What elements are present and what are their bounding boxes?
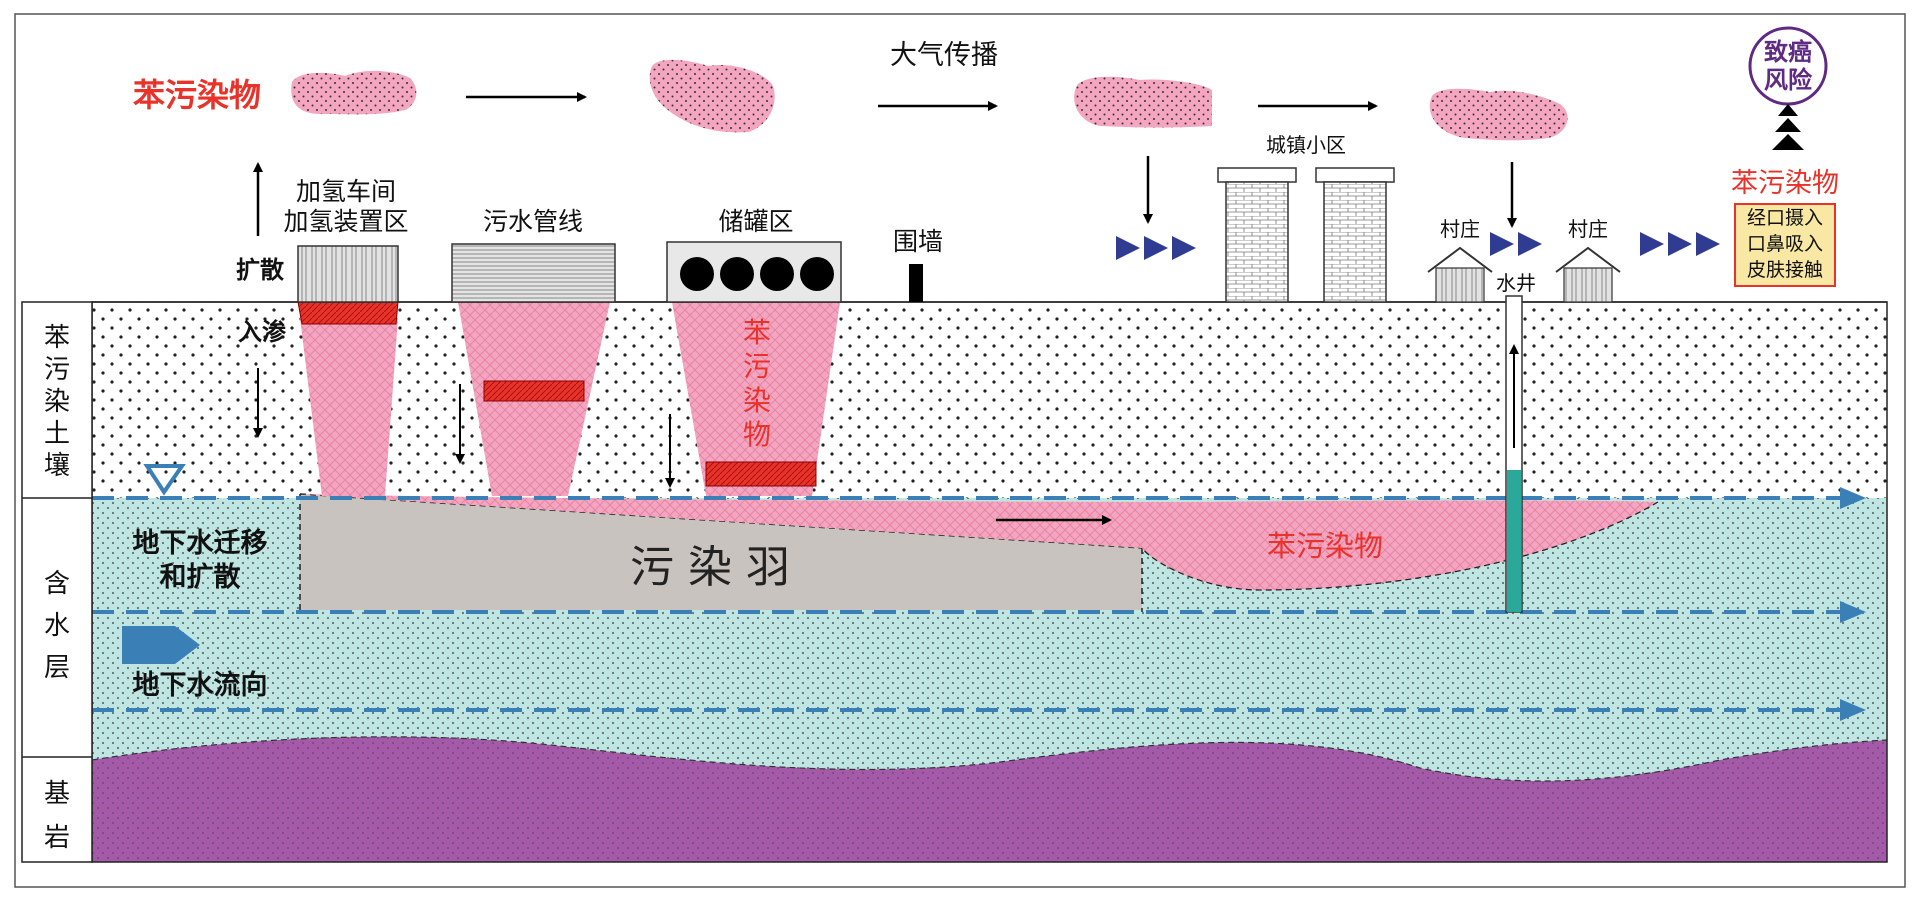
tank-label: 储罐区 (718, 207, 793, 236)
tank-icon (720, 257, 754, 291)
soil-layer-label: 苯 污 染 土 壤 (44, 323, 70, 481)
svg-text:污: 污 (44, 355, 70, 385)
exposure-inhalation: 口鼻吸入 (1747, 233, 1823, 255)
svg-text:含: 含 (44, 569, 70, 599)
tank-icon (800, 257, 834, 291)
village-house-right (1555, 246, 1621, 303)
water-table-icon (143, 464, 186, 496)
svg-text:岩: 岩 (44, 823, 70, 853)
pollutant-receptor-label: 苯污染物 (1731, 168, 1839, 199)
svg-text:苯: 苯 (44, 323, 70, 353)
village-label-left: 村庄 (1440, 217, 1480, 241)
svg-text:染: 染 (743, 384, 771, 417)
diffusion-label: 扩散 (236, 256, 284, 284)
risk-stack-icon (1772, 104, 1804, 150)
pollutant-cloud (1074, 76, 1212, 128)
bedrock-layer-label: 基 岩 (44, 779, 70, 853)
exposure-oral: 经口摄入 (1747, 207, 1823, 229)
layer-label-column (21, 301, 93, 863)
sewage-pipeline (451, 243, 616, 303)
migration-label: 和扩散 (160, 562, 241, 593)
migration-label: 地下水迁移 (133, 528, 268, 559)
svg-text:物: 物 (743, 418, 771, 451)
cancer-risk-label: 风险 (1764, 66, 1813, 94)
flow-direction-label: 地下水流向 (133, 669, 268, 701)
plume-label: 污 染 羽 (630, 542, 790, 593)
exposure-routes-box (1734, 203, 1836, 287)
plume-area (300, 494, 1142, 610)
pollutant-cloud (649, 59, 775, 133)
tank-icon (680, 257, 714, 291)
infiltration-label: 入渗 (238, 318, 287, 346)
cancer-risk-label: 致癌 (1764, 38, 1812, 66)
svg-text:水: 水 (44, 611, 70, 641)
atmospheric-transport-label: 大气传播 (890, 40, 998, 71)
pollutant-air-label: 苯污染物 (133, 76, 261, 114)
tank-icon (760, 257, 794, 291)
village-label-right: 村庄 (1568, 217, 1608, 241)
hydrogenation-label: 加氢装置区 (283, 207, 408, 236)
town-buildings (1217, 167, 1395, 303)
exposure-arrows-village (1490, 232, 1542, 256)
hydro-infiltration-funnel (300, 318, 398, 496)
tank-pollutant-label: 苯 污 染 物 (743, 316, 771, 451)
groundwater-pollution-plume (300, 494, 1658, 590)
svg-text:苯: 苯 (743, 316, 771, 349)
flow-direction-icon (122, 626, 200, 664)
sewage-label: 污水管线 (483, 207, 583, 236)
svg-text:层: 层 (44, 653, 70, 683)
aquifer-layer-label: 含 水 层 (44, 569, 70, 683)
exposure-arrows-town (1116, 236, 1196, 260)
well-label: 水井 (1496, 271, 1536, 295)
pollutant-cloud (1429, 88, 1568, 141)
town-label: 城镇小区 (1266, 133, 1346, 157)
tank-infiltration-funnel (672, 302, 840, 496)
exposure-dermal: 皮肤接触 (1747, 259, 1823, 281)
svg-text:基: 基 (44, 779, 70, 809)
wall-label: 围墙 (893, 227, 943, 256)
svg-text:染: 染 (44, 387, 70, 417)
wall-icon (909, 264, 923, 302)
groundwater-pollutant-label: 苯污染物 (1267, 529, 1383, 563)
svg-text:土: 土 (44, 419, 70, 449)
svg-text:污: 污 (743, 350, 771, 383)
exposure-arrows-receptor (1640, 232, 1720, 256)
hydrogenation-label: 加氢车间 (296, 177, 396, 206)
pollutant-cloud (291, 70, 417, 115)
hydrogenation-unit (297, 245, 399, 303)
svg-text:壤: 壤 (44, 451, 70, 481)
village-house-left (1427, 246, 1493, 303)
